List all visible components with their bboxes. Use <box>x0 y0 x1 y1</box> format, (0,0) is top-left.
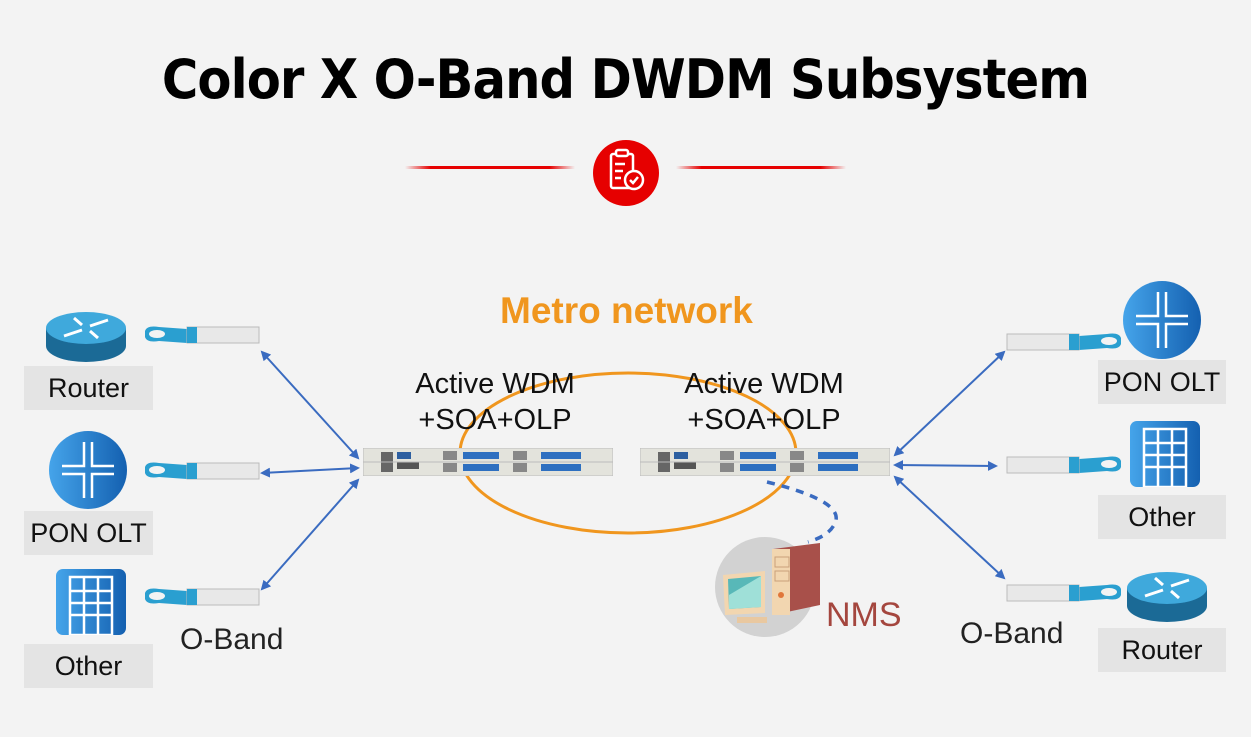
wdm-chassis-left[interactable] <box>363 448 613 476</box>
nms-computer-icon[interactable] <box>715 535 830 645</box>
left-device-label-3: Other <box>24 644 153 688</box>
transceiver-right-2[interactable] <box>1003 453 1123 479</box>
link-right-other <box>893 460 998 471</box>
building-icon[interactable] <box>1130 421 1200 487</box>
wdm-left-line2: +SOA+OLP <box>418 404 572 436</box>
metro-network-label: Metro network <box>500 290 753 331</box>
router-icon[interactable] <box>1125 568 1209 626</box>
link-right-router <box>893 475 1006 580</box>
left-band-label: O-Band <box>180 623 284 656</box>
nms-label: NMS <box>826 596 902 634</box>
wdm-right-label: Active WDM +SOA+OLP <box>664 366 864 438</box>
pon-olt-icon[interactable] <box>48 430 128 510</box>
right-band-label: O-Band <box>960 617 1064 650</box>
wdm-left-label: Active WDM +SOA+OLP <box>395 366 595 438</box>
pon-olt-icon[interactable] <box>1122 280 1202 360</box>
wdm-right-line1: Active WDM <box>684 368 844 400</box>
link-left-other <box>260 478 360 591</box>
transceiver-left-3[interactable] <box>143 585 263 611</box>
transceiver-right-3[interactable] <box>1003 581 1123 607</box>
wdm-left-line1: Active WDM <box>415 368 575 400</box>
right-device-label-3: Router <box>1098 628 1226 672</box>
title-divider-right <box>676 166 846 169</box>
right-device-label-1: PON OLT <box>1098 360 1226 404</box>
left-device-label-1: Router <box>24 366 153 410</box>
wdm-chassis-right[interactable] <box>640 448 890 476</box>
left-device-label-2: PON OLT <box>24 511 153 555</box>
link-left-router <box>260 350 360 460</box>
clipboard-check-icon <box>593 140 659 206</box>
page-title: Color X O-Band DWDM Subsystem <box>161 48 1090 111</box>
link-right-pon-olt <box>893 350 1006 457</box>
router-icon[interactable] <box>44 308 128 366</box>
wdm-right-line2: +SOA+OLP <box>687 404 841 436</box>
transceiver-left-2[interactable] <box>143 459 263 485</box>
transceiver-left-1[interactable] <box>143 323 263 349</box>
building-icon[interactable] <box>56 569 126 635</box>
link-left-pon-olt <box>260 463 360 478</box>
transceiver-right-1[interactable] <box>1003 330 1123 356</box>
nms-link <box>766 480 838 544</box>
right-device-label-2: Other <box>1098 495 1226 539</box>
title-divider-left <box>405 166 575 169</box>
